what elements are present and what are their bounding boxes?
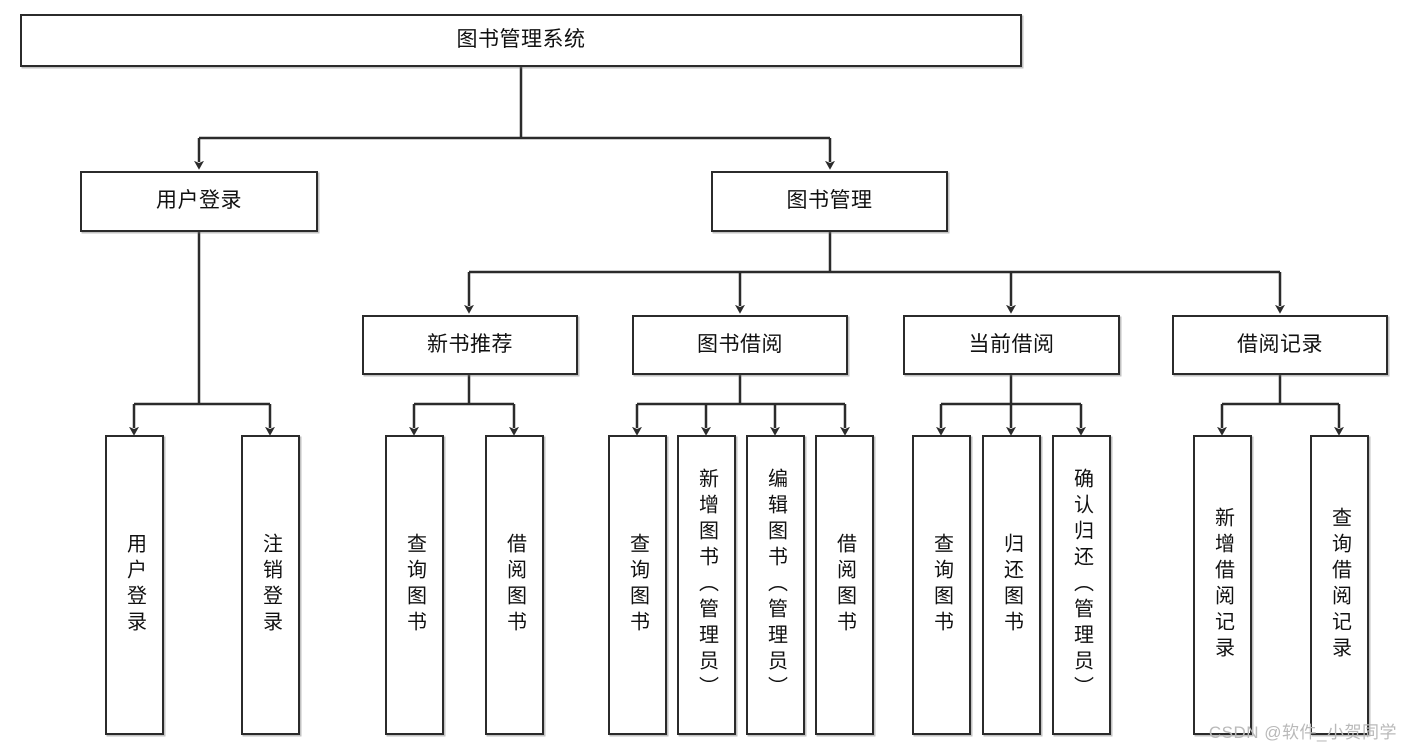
leaf-borrow-edit-book-admin[interactable]: 编辑图书（管理员） <box>746 435 805 735</box>
leaf-borrow-add-book-admin[interactable]: 新增图书（管理员） <box>677 435 736 735</box>
node-book-borrow[interactable]: 图书借阅 <box>632 315 848 375</box>
leaf-current-return-book[interactable]: 归还图书 <box>982 435 1041 735</box>
node-label: 新书推荐 <box>427 332 513 356</box>
node-label: 借阅记录 <box>1237 332 1323 356</box>
leaf-label: 查询图书 <box>626 533 649 637</box>
leaf-label: 注销登录 <box>259 533 282 637</box>
leaf-label: 查询图书 <box>403 533 426 637</box>
leaf-record-add-record[interactable]: 新增借阅记录 <box>1193 435 1252 735</box>
node-label: 图书管理 <box>786 189 873 213</box>
leaf-label: 新增借阅记录 <box>1211 507 1234 663</box>
leaf-borrow-query-book[interactable]: 查询图书 <box>608 435 667 735</box>
node-label: 当前借阅 <box>968 332 1055 356</box>
node-book-management[interactable]: 图书管理 <box>711 171 948 232</box>
leaf-user-login-login[interactable]: 用户登录 <box>105 435 164 735</box>
leaf-label: 归还图书 <box>1000 533 1023 637</box>
node-borrow-record[interactable]: 借阅记录 <box>1172 315 1388 375</box>
leaf-label: 确认归还（管理员） <box>1070 468 1093 702</box>
csdn-watermark: CSDN @软件_小贺同学 <box>1208 723 1397 742</box>
leaf-label: 用户登录 <box>123 533 146 637</box>
node-root-system[interactable]: 图书管理系统 <box>20 14 1022 67</box>
leaf-recommend-borrow-book[interactable]: 借阅图书 <box>485 435 544 735</box>
leaf-borrow-borrow-book[interactable]: 借阅图书 <box>815 435 874 735</box>
leaf-user-login-logout[interactable]: 注销登录 <box>241 435 300 735</box>
node-label: 用户登录 <box>156 189 242 213</box>
leaf-label: 借阅图书 <box>833 533 856 637</box>
leaf-current-confirm-return-admin[interactable]: 确认归还（管理员） <box>1052 435 1111 735</box>
leaf-recommend-query-book[interactable]: 查询图书 <box>385 435 444 735</box>
leaf-label: 借阅图书 <box>503 533 526 637</box>
node-label: 图书管理系统 <box>456 28 586 52</box>
node-label: 图书借阅 <box>697 332 783 356</box>
leaf-label: 查询图书 <box>930 533 953 637</box>
leaf-label: 新增图书（管理员） <box>695 468 718 702</box>
leaf-current-query-book[interactable]: 查询图书 <box>912 435 971 735</box>
leaf-label: 查询借阅记录 <box>1328 507 1351 663</box>
node-user-login[interactable]: 用户登录 <box>80 171 318 232</box>
node-new-book-recommend[interactable]: 新书推荐 <box>362 315 578 375</box>
leaf-record-query-record[interactable]: 查询借阅记录 <box>1310 435 1369 735</box>
node-current-borrow[interactable]: 当前借阅 <box>903 315 1120 375</box>
leaf-label: 编辑图书（管理员） <box>764 468 787 702</box>
